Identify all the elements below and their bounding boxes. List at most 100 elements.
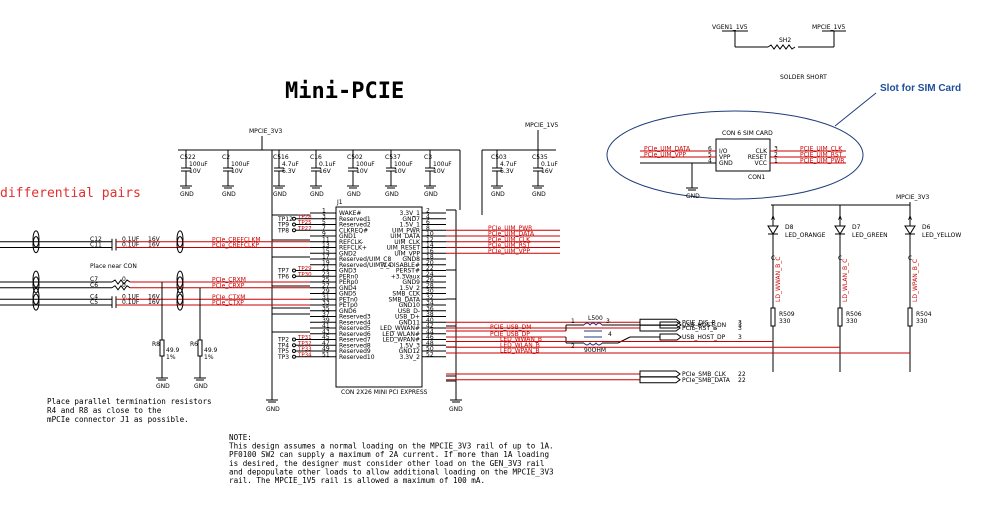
pin-46-number: 46 xyxy=(426,334,434,341)
note-line-4: and depopulate other loads to allow addi… xyxy=(229,467,554,476)
pin-37-name: Reserved3 xyxy=(339,314,371,321)
note-line-2: PF0100 SW2 can supply a maximum of 2A cu… xyxy=(229,450,549,459)
pin-15-name: GND2 xyxy=(339,250,357,257)
testpoint-dot xyxy=(292,222,296,227)
gnd-c516: GND xyxy=(273,191,287,198)
pin-48-name: 1.5V_3 xyxy=(400,342,421,349)
pin-30-number: 30 xyxy=(426,288,434,295)
gnd-r8: GND xyxy=(156,383,170,390)
pin-10-number: 10 xyxy=(426,231,434,238)
pin-3-name: Reserved1 xyxy=(339,216,371,223)
pin-19-number: 19 xyxy=(322,259,330,266)
note-line-0: NOTE: xyxy=(229,433,252,442)
sim-net-3: PCIE_UIM_CLK xyxy=(800,146,843,153)
testpoint-dot xyxy=(292,216,296,221)
pin-4-name: GND7 xyxy=(402,216,420,223)
pin-11-name: REFCLK- xyxy=(339,239,363,246)
sim-pin-4-name: GND xyxy=(719,160,733,167)
term-note-line-1: R4 and R8 as close to the xyxy=(47,406,162,415)
testpoint-dot xyxy=(292,337,296,342)
connector-ref: J1 xyxy=(336,199,343,206)
pin-49-name: Reserved9 xyxy=(339,348,371,355)
cap-val-c516: 4.7uF xyxy=(282,161,299,168)
usb-host-dn-page: 3 xyxy=(738,322,742,329)
smb-net-0: PCIe_SMB_CLK xyxy=(682,371,727,378)
cap-ref-c16: C16 xyxy=(310,154,322,161)
choke-pin-1: 1 xyxy=(571,318,575,325)
usb-dp-net: PCIE_USB_DP xyxy=(490,331,530,338)
term-res-tol-r6: 1% xyxy=(204,354,214,361)
ctrl-page-1: 3 xyxy=(738,325,742,332)
pin-13-number: 13 xyxy=(322,242,330,249)
pin-31-name: PETn0 xyxy=(339,296,358,303)
testpoint-dot xyxy=(292,268,296,273)
testpoint-net-tp33: TP33 xyxy=(297,347,312,353)
sim-pin-1-name: VCC xyxy=(755,160,767,167)
term-res-val-r6: 49.9 xyxy=(204,347,218,354)
series-cap-val-c6: 0 xyxy=(122,282,126,289)
pin-44-name: LED_WLAN# xyxy=(382,331,420,338)
led-ref-d7: D7 xyxy=(852,224,861,231)
pin-50-name: GND12 xyxy=(399,348,421,355)
series-cap-c11: C11 xyxy=(90,242,102,249)
usb-host-dn: USB_HOST_DN xyxy=(682,322,726,329)
diff-net-pcie_ctxm: PCIe_CTXM xyxy=(212,294,245,301)
diff-net-pcie_crefclkm: PCIe_CREFCLKM xyxy=(212,236,261,243)
testpoint-net-tp29: TP29 xyxy=(297,266,312,272)
led-net-2: LED_WPAN_B xyxy=(500,348,540,355)
pin-45-name: Reserved7 xyxy=(339,337,371,344)
cap-val-c522: 100uF xyxy=(189,161,208,168)
led-cathode-2: C xyxy=(908,255,912,262)
cap-ref-c503: C503 xyxy=(491,154,507,161)
pin-1-name: WAKE# xyxy=(339,210,361,217)
cap-volt-c522: 10V xyxy=(189,168,202,175)
design-note: NOTE:This design assumes a normal loadin… xyxy=(229,433,554,485)
usb-host-dp-page: 3 xyxy=(738,334,742,341)
pin-32-name: SMB_DATA xyxy=(388,296,420,303)
series-cap-c4: C4 xyxy=(90,293,98,300)
pin-41-number: 41 xyxy=(322,323,330,330)
pin-5-name: Reserved2 xyxy=(339,222,371,229)
led-name-d6: LED_YELLOW xyxy=(922,232,961,239)
cap-ref-c2: C2 xyxy=(222,154,230,161)
pin-21-number: 21 xyxy=(322,265,330,272)
testpoint-net-tp32: TP32 xyxy=(297,341,312,347)
led-cathode-net-0: LD_WWAN_B_C xyxy=(775,257,782,302)
sim-pin-6-name: I/O xyxy=(719,148,728,155)
led-res-r504: R504 xyxy=(916,311,932,318)
pin-22-number: 22 xyxy=(426,265,434,272)
testpoint-tp3: TP3 xyxy=(277,354,289,361)
sim-net-5: PCIe_UIM_VPP xyxy=(644,152,686,159)
sim-pin-6-number: 6 xyxy=(708,146,712,153)
pin-23-name: PERn0 xyxy=(339,273,358,280)
sim-net-1: PCIE_UIM_PWR xyxy=(800,158,844,165)
mpcie-1v5-rail: MPCIE_1V5 xyxy=(525,122,558,129)
pin-35-number: 35 xyxy=(322,305,330,312)
uim-net-3: PCIe_UIM_RST xyxy=(488,242,531,249)
testpoint-tp6: TP6 xyxy=(277,273,289,280)
pin-20-number: 20 xyxy=(426,259,434,266)
pin-34-number: 34 xyxy=(426,300,434,307)
sim-connector-body xyxy=(715,138,771,172)
led-cathode-0: C xyxy=(771,255,775,262)
sim-pin-5-number: 5 xyxy=(708,152,712,159)
pin-45-number: 45 xyxy=(322,334,330,341)
led-net-1: LED_WLAN_B xyxy=(500,342,540,349)
choke-pin-3: 3 xyxy=(606,318,610,325)
cap-volt-c516: 6.3V xyxy=(282,168,297,175)
pin-37-number: 37 xyxy=(322,311,330,318)
gnd-c502: GND xyxy=(347,191,361,198)
pin-24-number: 24 xyxy=(426,271,434,278)
pin-40-number: 40 xyxy=(426,317,434,324)
pin-44-number: 44 xyxy=(426,328,434,335)
note-line-3: is desired, the designer must consider o… xyxy=(229,459,544,468)
status-leds: ACD8LED_ORANGELD_WWAN_B_CR509330ACD7LED_… xyxy=(767,205,961,372)
pin-51-name: Reserved10 xyxy=(339,354,375,361)
